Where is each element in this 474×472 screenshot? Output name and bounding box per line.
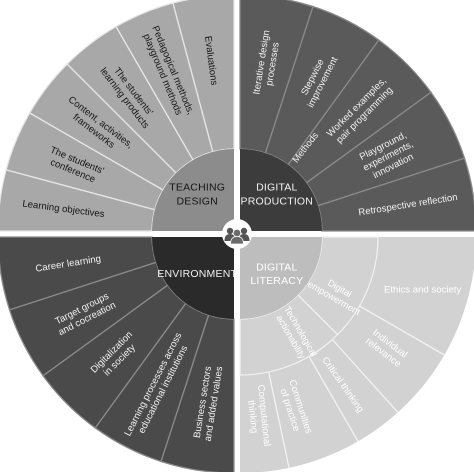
center-label-production-line: DIGITAL [256,182,297,194]
center-label-literacy: DIGITAL LITERACY [250,261,303,287]
production-center-sector [240,149,322,231]
slice-divider [268,371,290,468]
center-label-literacy-line: DIGITAL [256,261,297,273]
slice-divider [308,356,359,442]
slice-divider [359,305,445,356]
quadrant-environment [0,236,235,472]
center-label-literacy-line: LITERACY [250,275,303,287]
literacy-center-sector [240,237,322,319]
quadrant-teaching [0,0,235,232]
quadrant-literacy [239,236,474,472]
slice-label-literacy: Ethics and society [384,285,462,296]
center-label-teaching-line: DESIGN [176,195,217,207]
quadrant-production [239,0,474,232]
center-label-environment-line: ENVIRONMENT [157,268,237,280]
center-label-teaching-line: TEACHING [169,182,225,194]
slice-label-literacy-line: Ethics and society [384,285,462,296]
slice-divider [331,339,399,413]
slice-label-literacy-line: thinking [245,400,259,434]
center-label-production-line: PRODUCTION [241,195,314,207]
center-label-environment: ENVIRONMENT [157,268,237,280]
people-group-icon [222,219,252,249]
environment-center-sector [152,237,234,319]
teaching-center-sector [152,149,234,231]
